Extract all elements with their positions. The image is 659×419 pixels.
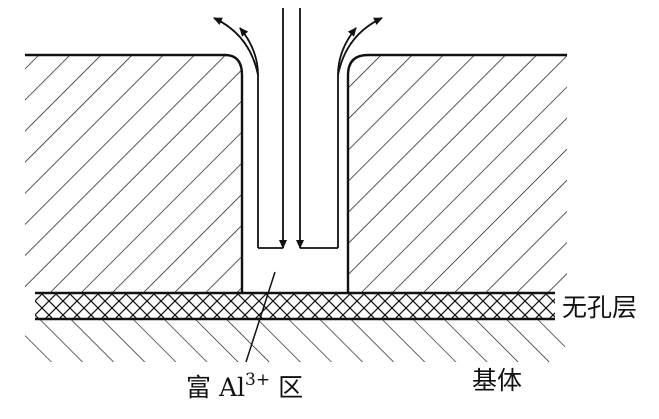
al-rich-suffix: 区	[278, 373, 303, 402]
nonporous-layer	[35, 293, 555, 319]
right-oxide-outline	[346, 53, 567, 293]
al-rich-leader	[245, 271, 276, 363]
outflow-arrow-left	[213, 17, 259, 76]
right-oxide-block	[348, 55, 567, 293]
outflow-arrow-right	[337, 17, 383, 76]
al-rich-zone-label: 富 Al3+ 区	[186, 370, 303, 402]
substrate-label: 基体	[472, 366, 522, 395]
al-rich-charge: 3+	[245, 370, 270, 390]
nonporous-layer-label: 无孔层	[562, 293, 637, 322]
al-rich-prefix: 富 Al	[186, 373, 245, 402]
left-oxide-block	[25, 55, 242, 293]
left-oxide-outline	[25, 53, 244, 293]
substrate-region	[25, 320, 565, 362]
